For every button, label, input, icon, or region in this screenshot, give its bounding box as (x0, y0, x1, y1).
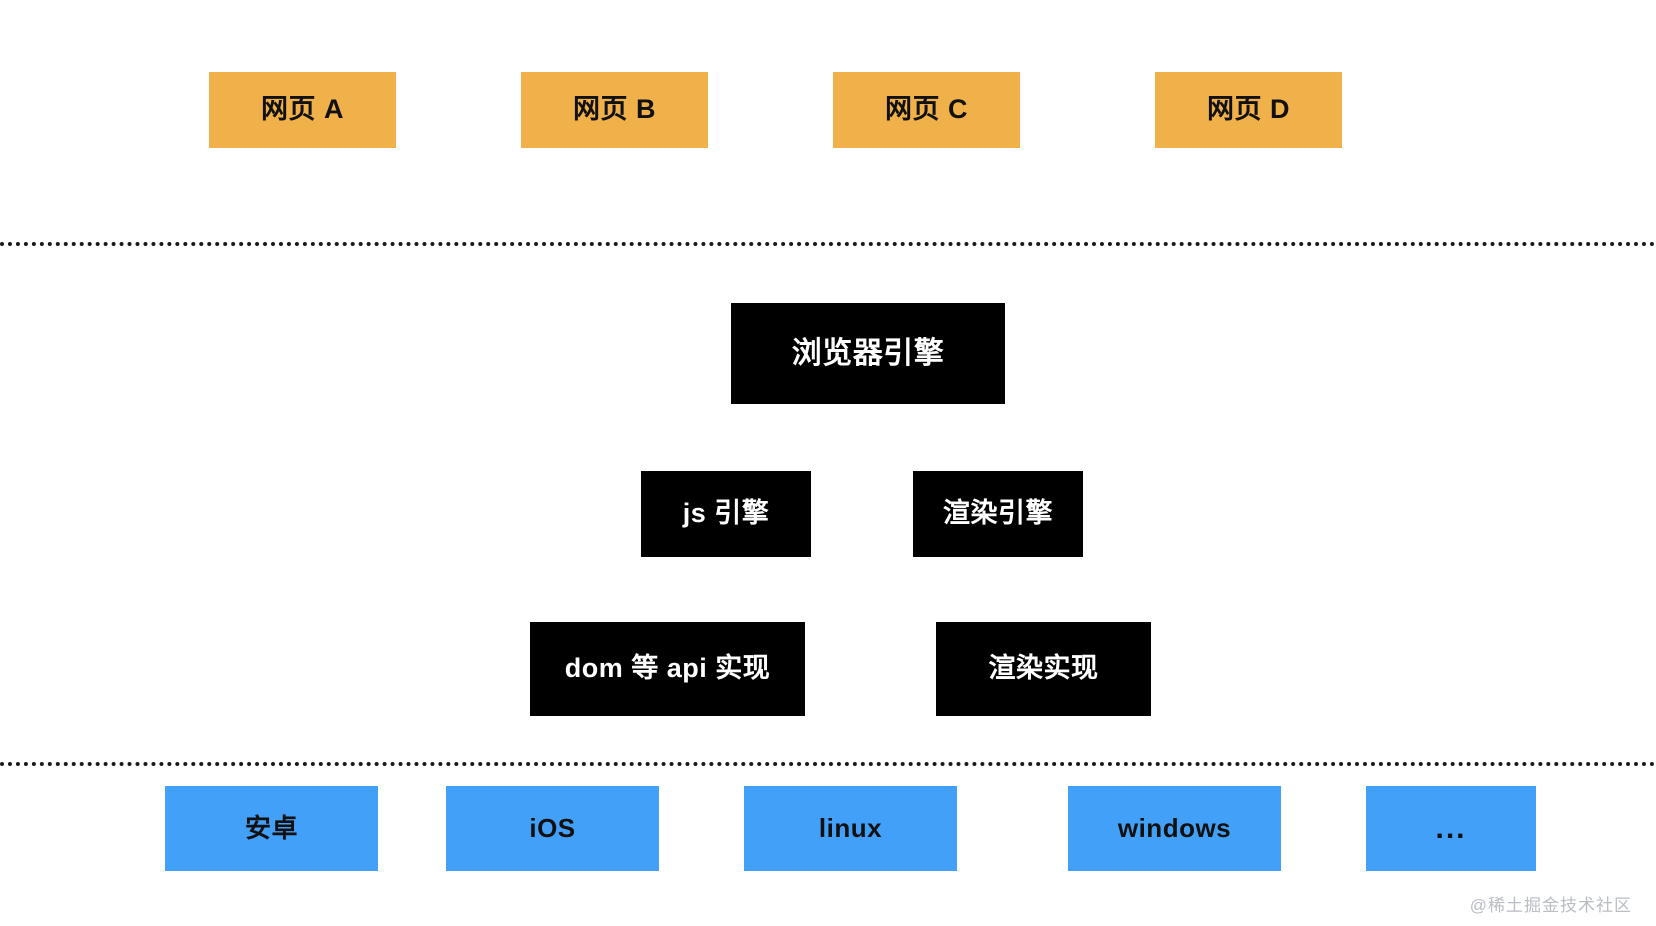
watermark: @稀土掘金技术社区 (1469, 896, 1632, 915)
web-page-label-d: 网页 D (1207, 94, 1290, 125)
os-box-windows[interactable]: windows (1068, 786, 1281, 871)
os-label-more: ... (1435, 812, 1467, 845)
os-label-windows: windows (1117, 813, 1232, 844)
os-box-android[interactable]: 安卓 (165, 786, 378, 871)
os-label-linux: linux (818, 813, 883, 844)
os-label-ios: iOS (529, 813, 576, 844)
web-page-box-d[interactable]: 网页 D (1155, 72, 1342, 148)
render-engine-label: 渲染引擎 (943, 498, 1053, 529)
divider-engine-os (0, 762, 1656, 766)
os-box-linux[interactable]: linux (744, 786, 957, 871)
js-engine-box[interactable]: js 引擎 (641, 471, 811, 557)
web-page-label-a: 网页 A (261, 94, 344, 125)
dom-api-impl-box[interactable]: dom 等 api 实现 (530, 622, 805, 716)
dom-api-impl-label: dom 等 api 实现 (564, 653, 771, 684)
render-engine-box[interactable]: 渲染引擎 (913, 471, 1083, 557)
web-page-box-c[interactable]: 网页 C (833, 72, 1020, 148)
os-box-ios[interactable]: iOS (446, 786, 659, 871)
os-box-more[interactable]: ... (1366, 786, 1536, 871)
web-page-box-b[interactable]: 网页 B (521, 72, 708, 148)
js-engine-label: js 引擎 (682, 498, 770, 529)
web-page-label-b: 网页 B (573, 94, 656, 125)
browser-engine-box[interactable]: 浏览器引擎 (731, 303, 1005, 404)
os-label-android: 安卓 (244, 813, 298, 844)
divider-pages-engine (0, 242, 1656, 246)
browser-engine-label: 浏览器引擎 (791, 337, 945, 370)
render-impl-box[interactable]: 渲染实现 (936, 622, 1151, 716)
render-impl-label: 渲染实现 (988, 653, 1099, 684)
web-page-box-a[interactable]: 网页 A (209, 72, 396, 148)
web-page-label-c: 网页 C (885, 94, 968, 125)
